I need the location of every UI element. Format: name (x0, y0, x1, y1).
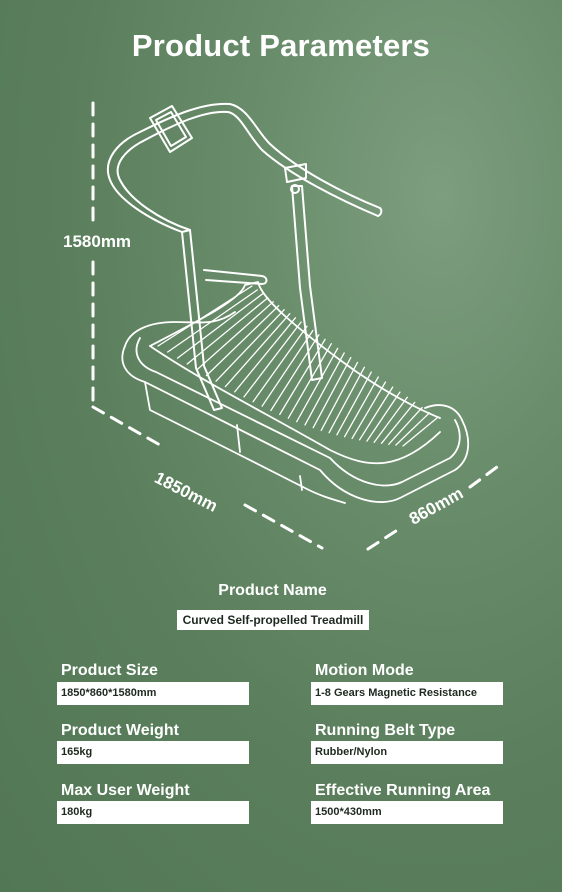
belt-slat (270, 334, 320, 412)
running-belt-type-value: Rubber/Nylon (311, 741, 503, 764)
belt-slat (358, 386, 394, 441)
length-dimension-line (91, 405, 324, 550)
belt-slat (336, 371, 372, 436)
belt-slat (366, 391, 401, 442)
belt-slat (224, 313, 291, 388)
height-dimension-label: 1580mm (63, 232, 132, 251)
belt-slat (261, 329, 314, 407)
belt-slat (328, 366, 366, 434)
belt-slat (388, 406, 423, 445)
belt-slat (243, 321, 302, 398)
belt-slat (296, 347, 339, 423)
belt-slat (351, 381, 387, 440)
product-weight-value: 165kg (57, 741, 249, 764)
motion-mode-label: Motion Mode (315, 662, 414, 679)
belt-slat (196, 301, 274, 371)
belt-slat (343, 376, 379, 438)
belt-slat (320, 361, 359, 432)
belt-slat (395, 412, 431, 446)
product-size-value: 1850*860*1580mm (57, 682, 249, 705)
running-belt (157, 285, 438, 447)
product-name-label: Product Name (218, 582, 327, 599)
treadmill-base (121, 311, 470, 504)
running-belt-type-label: Running Belt Type (315, 722, 456, 739)
belt-slat (167, 289, 258, 353)
width-dimension-line (366, 465, 499, 551)
belt-slat (312, 356, 352, 429)
product-size-label: Product Size (61, 662, 158, 679)
console-monitor (149, 105, 193, 153)
belt-slat (252, 325, 308, 403)
belt-slat (186, 297, 269, 365)
belt-slat (380, 401, 416, 444)
belt-slat (215, 309, 285, 382)
page-title: Product Parameters (131, 28, 431, 63)
belt-slat (205, 305, 280, 377)
handrail-frame (107, 102, 383, 411)
belt-outline (149, 281, 441, 465)
belt-slat (373, 396, 408, 443)
max-user-weight-label: Max User Weight (61, 782, 190, 799)
belt-slat (234, 317, 297, 393)
belt-slat (279, 338, 326, 416)
product-weight-label: Product Weight (61, 722, 179, 739)
max-user-weight-value: 180kg (57, 801, 249, 824)
belt-slat (287, 343, 332, 419)
belt-slat (176, 293, 264, 359)
effective-running-area-value: 1500*430mm (311, 801, 503, 824)
belt-slat (402, 417, 438, 447)
belt-slat (304, 352, 345, 426)
product-name-value: Curved Self-propelled Treadmill (177, 610, 369, 630)
motion-mode-value: 1-8 Gears Magnetic Resistance (311, 682, 503, 705)
effective-running-area-label: Effective Running Area (315, 782, 491, 799)
